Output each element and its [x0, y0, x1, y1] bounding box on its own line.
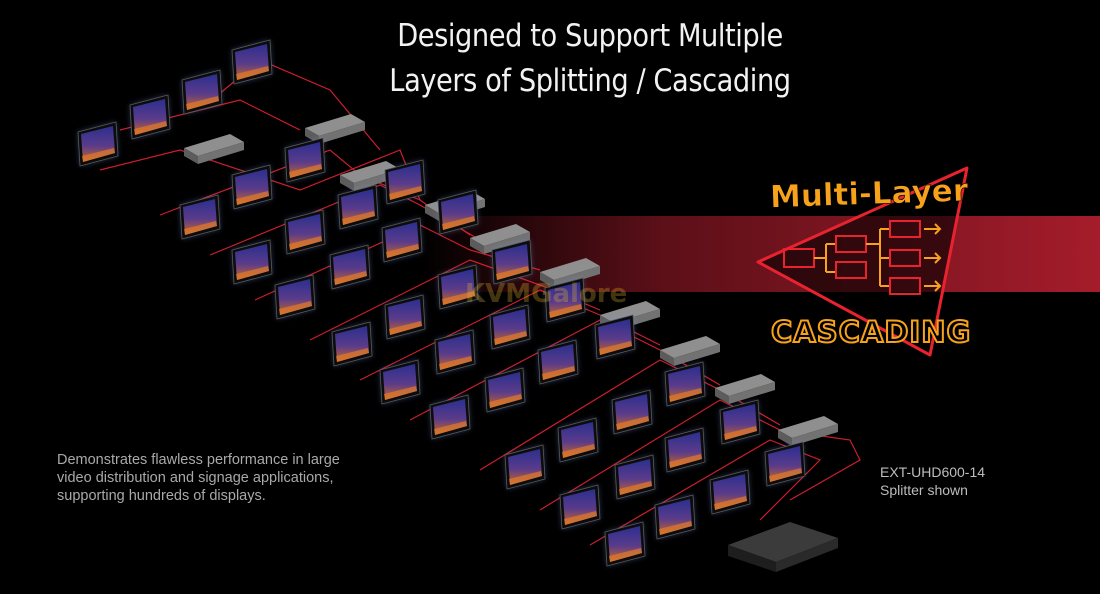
splitter-unit — [184, 134, 244, 164]
display-screen — [274, 274, 316, 320]
display-screen — [709, 469, 751, 515]
splitter-caption: EXT-UHD600-14 Splitter shown — [880, 463, 985, 499]
display-screen — [437, 264, 479, 310]
display-screen — [231, 239, 273, 285]
display-screen — [484, 367, 526, 413]
display-screen — [437, 189, 479, 235]
display-screen — [764, 441, 806, 487]
display-screen — [77, 121, 119, 167]
source-player-box — [728, 522, 838, 572]
display-screen — [337, 184, 379, 230]
description-line-2: video distribution and signage applicati… — [57, 470, 334, 486]
display-screen — [284, 137, 326, 183]
display-screen — [231, 164, 273, 210]
display-screen — [429, 394, 471, 440]
headline-line-1: Designed to Support Multiple — [397, 18, 783, 54]
display-screen — [181, 69, 223, 115]
display-screen — [489, 304, 531, 350]
description-line-1: Demonstrates flawless performance in lar… — [57, 452, 340, 468]
flow-diagram — [783, 220, 942, 295]
splitter-unit — [715, 374, 775, 404]
display-screen — [129, 94, 171, 140]
display-screen — [384, 159, 426, 205]
display-screen — [664, 427, 706, 473]
watermark-text: KVMGalore — [465, 279, 627, 309]
splitter-unit — [470, 224, 530, 254]
display-screen — [284, 209, 326, 255]
display-screen — [614, 454, 656, 500]
display-screen — [611, 389, 653, 435]
display-screen — [604, 521, 646, 567]
display-array — [77, 39, 806, 567]
caption-model: EXT-UHD600-14 — [880, 464, 986, 480]
badge-top-text: Multi-Layer — [769, 173, 969, 216]
display-screen — [434, 329, 476, 375]
description: Demonstrates flawless performance in lar… — [57, 451, 417, 505]
caption-note: Splitter shown — [880, 482, 968, 498]
headline-line-2: Layers of Splitting / Cascading — [389, 63, 791, 99]
display-screen — [664, 361, 706, 407]
display-screen — [557, 417, 599, 463]
display-screen — [384, 294, 426, 340]
display-screen — [381, 217, 423, 263]
headline: Designed to Support Multiple Layers of S… — [326, 14, 854, 104]
display-screen — [594, 314, 636, 360]
display-screen — [379, 359, 421, 405]
display-screen — [329, 244, 371, 290]
display-screen — [559, 484, 601, 530]
display-screen — [719, 399, 761, 445]
display-screen — [654, 494, 696, 540]
multi-layer-badge: Multi-Layer CASCADING — [756, 166, 971, 357]
splitter-unit — [305, 114, 365, 144]
display-screen — [491, 239, 533, 285]
display-screen — [537, 339, 579, 385]
display-screen — [179, 194, 221, 240]
display-screen — [504, 444, 546, 490]
badge-bottom-text: CASCADING — [771, 315, 971, 349]
splitter-unit — [778, 416, 838, 446]
description-line-3: supporting hundreds of displays. — [57, 488, 266, 504]
splitter-unit — [660, 336, 720, 366]
display-screen — [231, 39, 273, 85]
display-screen — [544, 277, 586, 323]
display-screen — [331, 321, 373, 367]
